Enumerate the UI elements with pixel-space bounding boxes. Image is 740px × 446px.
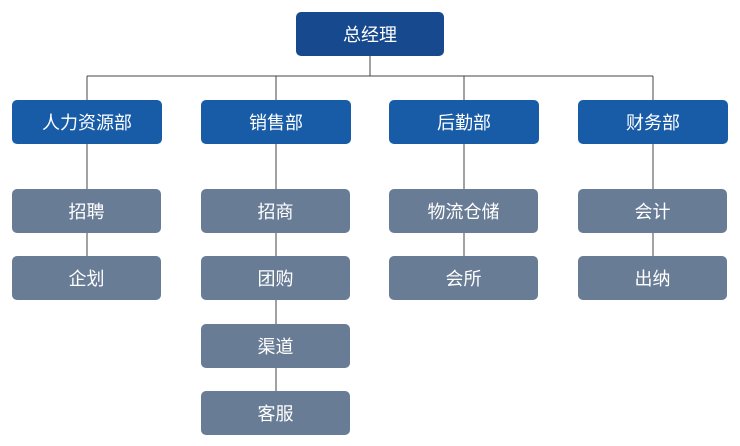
org-node-hr-department: 人力资源部 <box>12 100 162 144</box>
org-node-recruitment: 招聘 <box>12 189 161 233</box>
org-node-logistics-department: 后勤部 <box>389 100 539 144</box>
org-node-customer-service: 客服 <box>201 391 350 435</box>
org-node-accounting: 会计 <box>578 189 727 233</box>
org-node-logistics-warehousing: 物流仓储 <box>389 189 538 233</box>
org-node-merchant-recruitment: 招商 <box>201 189 350 233</box>
org-node-general-manager: 总经理 <box>296 12 444 56</box>
org-node-planning: 企划 <box>12 256 161 300</box>
org-node-cashier: 出纳 <box>578 256 727 300</box>
org-node-group-purchase: 团购 <box>201 256 350 300</box>
org-node-channels: 渠道 <box>201 324 350 368</box>
org-node-clubhouse: 会所 <box>389 256 538 300</box>
org-node-finance-department: 财务部 <box>578 100 728 144</box>
org-node-sales-department: 销售部 <box>201 100 351 144</box>
